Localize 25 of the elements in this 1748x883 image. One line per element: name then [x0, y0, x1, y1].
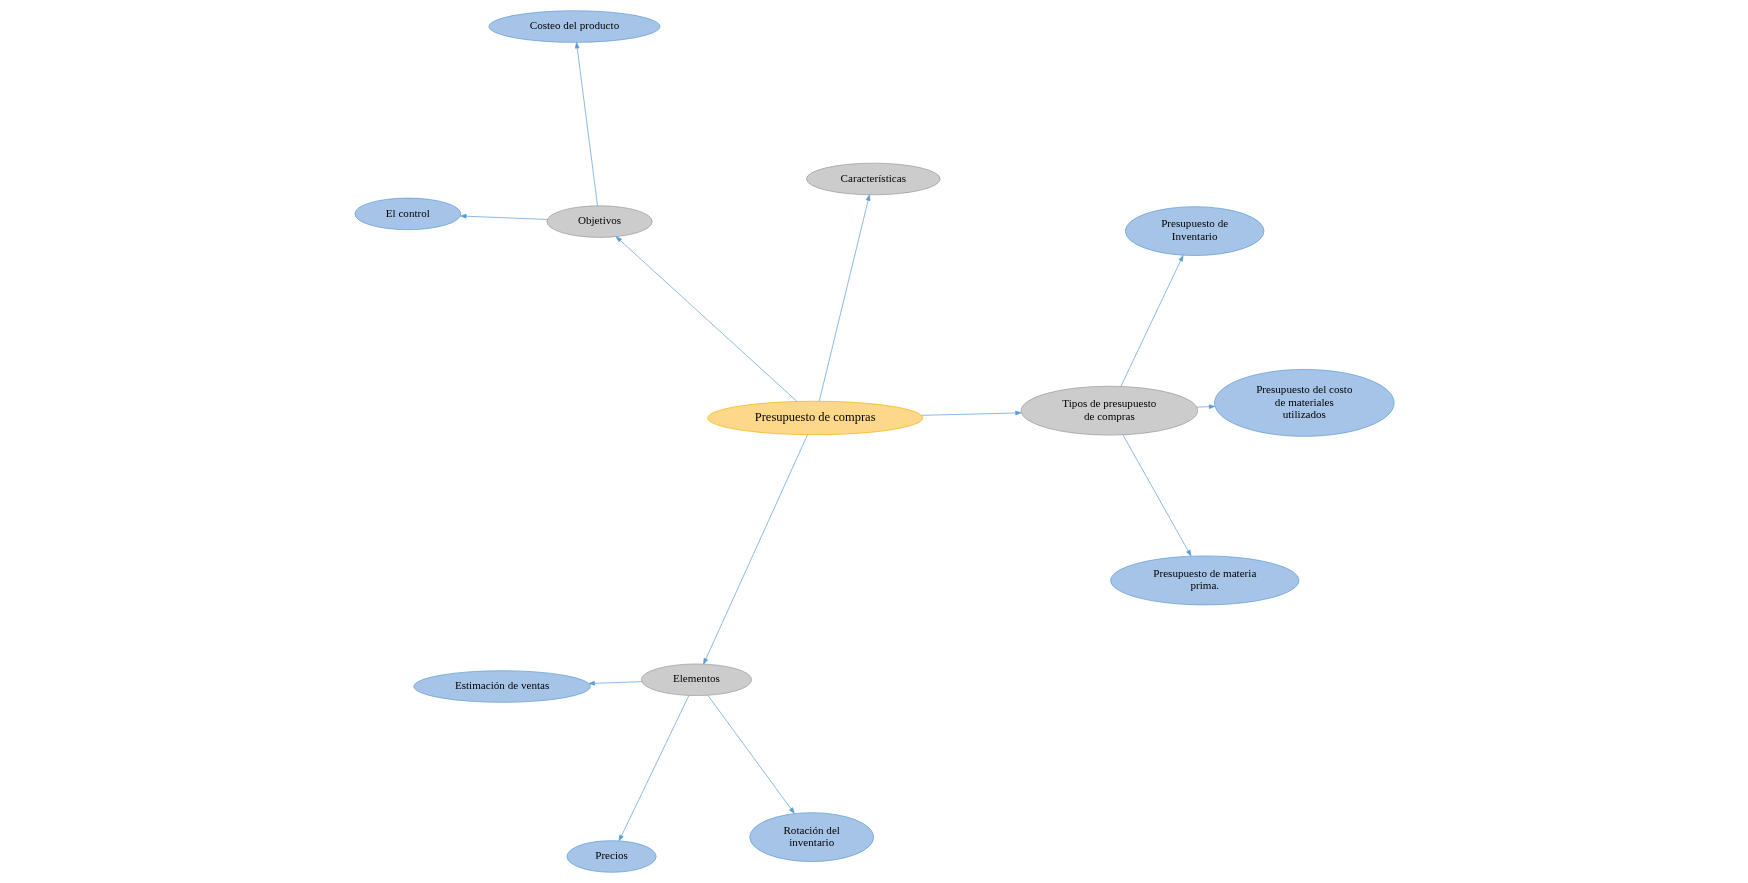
- arrow: [588, 681, 642, 686]
- arrow: [459, 213, 548, 220]
- arrow: [1196, 404, 1215, 409]
- arrow: [618, 695, 689, 842]
- node-ellipse: Presupuesto de materia prima.: [1109, 555, 1299, 606]
- node-ellipse: Tipos de presupuesto de compras: [1020, 385, 1198, 436]
- node-ellipse: Presupuesto del costo de materiales utilizados: [1213, 369, 1394, 437]
- node-ellipse: Presupuesto de Inventario: [1124, 206, 1264, 256]
- node-ellipse: Rotación del inventario: [748, 812, 874, 862]
- node-ellipse: Elementos: [640, 663, 752, 696]
- node-ellipse: Presupuesto de compras: [706, 400, 923, 436]
- arrow: [1122, 434, 1191, 557]
- arrow: [707, 695, 795, 814]
- node-ellipse: Características: [805, 162, 941, 196]
- arrow: [818, 194, 870, 402]
- node-ellipse: Objetivos: [546, 205, 653, 238]
- arrow: [615, 236, 797, 402]
- arrow: [920, 410, 1022, 416]
- node-ellipse: Costeo del producto: [488, 10, 660, 43]
- node-ellipse: Estimación de ventas: [413, 670, 591, 703]
- arrow: [1120, 255, 1183, 387]
- arrow: [574, 42, 598, 206]
- node-ellipse: Precios: [566, 840, 656, 873]
- arrow: [702, 434, 808, 665]
- node-ellipse: El control: [354, 197, 461, 231]
